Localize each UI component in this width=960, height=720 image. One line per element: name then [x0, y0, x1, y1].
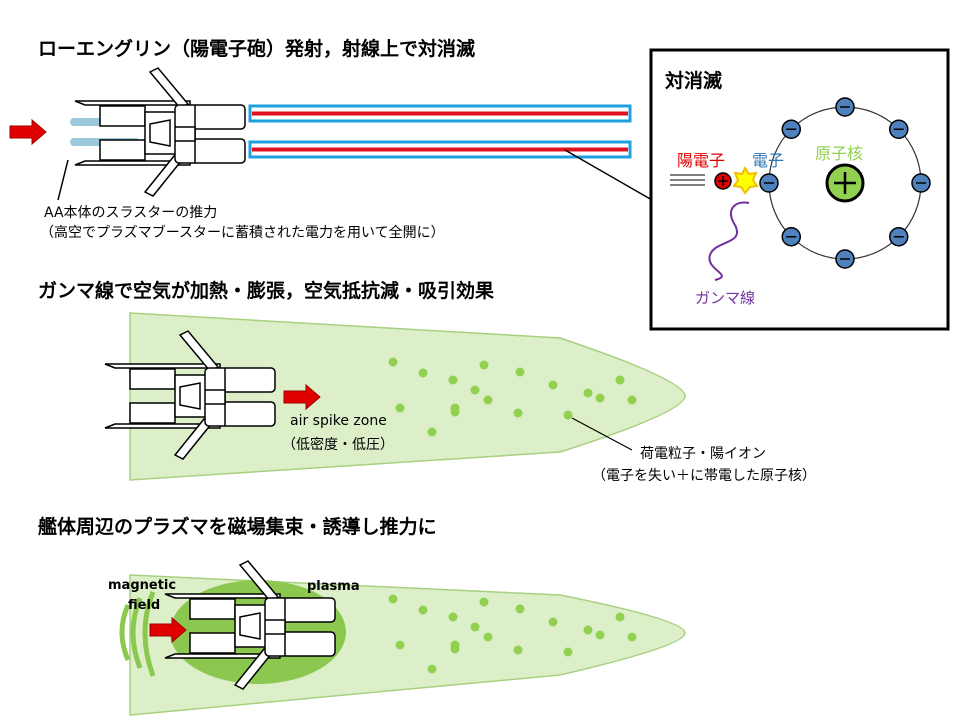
nucleus-label: 原子核 — [815, 144, 864, 163]
ion-dot — [615, 375, 625, 385]
ion-label: 荷電粒子・陽イオン — [640, 446, 766, 462]
ion-dot — [418, 605, 428, 615]
ion-dot — [450, 407, 460, 417]
ion-dot — [513, 408, 523, 418]
ion-dot — [515, 604, 525, 614]
section1-graphic — [9, 67, 653, 201]
cone — [129, 312, 686, 481]
ion-dot — [450, 644, 460, 654]
thruster-label: AA本体のスラスターの推力 — [44, 205, 218, 221]
ion-dot — [595, 630, 605, 640]
leader-line — [57, 159, 69, 201]
section2-title: ガンマ線で空気が加熱・膨張，空気抵抗減・吸引効果 — [38, 280, 495, 302]
magnetic-label: magnetic — [108, 578, 177, 593]
ion-dot — [388, 357, 398, 367]
ion-dot — [483, 632, 493, 642]
ion-dot — [483, 395, 493, 405]
ion-dot — [395, 403, 405, 413]
electron-label: 電子 — [752, 151, 785, 170]
leader-line — [571, 417, 633, 451]
thrust-arrow-icon — [9, 119, 47, 145]
ion-dot — [448, 375, 458, 385]
positron-label: 陽電子 — [677, 151, 726, 170]
section2-graphic — [104, 312, 686, 481]
ion-dot — [479, 597, 489, 607]
field-label: field — [128, 598, 161, 613]
leader-line — [564, 149, 653, 201]
ion-dot — [427, 427, 437, 437]
thruster-label-sub: （高空でプラズマブースターに蓄積された電力を用いて全開に） — [40, 225, 445, 241]
ion-dot — [563, 647, 573, 657]
ion-dot — [548, 380, 558, 390]
section3-title: 艦体周辺のプラズマを磁場集束・誘導し推力に — [38, 516, 437, 538]
ion-dot — [470, 385, 480, 395]
air-spike-label: air spike zone — [290, 413, 387, 429]
ion-dot — [595, 393, 605, 403]
ion-dot — [395, 640, 405, 650]
ion-dot — [515, 367, 525, 377]
ship-icon — [74, 67, 246, 197]
ion-dot — [548, 617, 558, 627]
ion-dot — [388, 594, 398, 604]
ion-dot — [513, 645, 523, 655]
ion-dot — [583, 625, 593, 635]
ion-label-sub: （電子を失い＋に帯電した原子核） — [592, 468, 816, 484]
section1-title: ローエングリン（陽電子砲）発射，射線上で対消滅 — [38, 38, 476, 60]
ion-dot — [427, 664, 437, 674]
annihilation-box — [649, 48, 950, 331]
ion-dot — [627, 632, 637, 642]
ion-dot — [470, 622, 480, 632]
air-spike-sub: （低密度・低圧） — [282, 437, 394, 453]
plasma-label: plasma — [307, 579, 360, 594]
ion-dot — [479, 360, 489, 370]
ion-dot — [418, 368, 428, 378]
ion-dot — [615, 612, 625, 622]
gamma-wave-icon — [708, 201, 750, 281]
ion-dot — [563, 410, 573, 420]
gamma-label: ガンマ線 — [695, 289, 756, 307]
ion-dot — [448, 612, 458, 622]
star-icon — [732, 166, 759, 195]
annihilation-title: 対消滅 — [665, 70, 723, 92]
ion-dot — [627, 395, 637, 405]
section3-graphic — [119, 560, 686, 716]
ion-dot — [583, 388, 593, 398]
magnetic-field-lines — [119, 591, 156, 677]
